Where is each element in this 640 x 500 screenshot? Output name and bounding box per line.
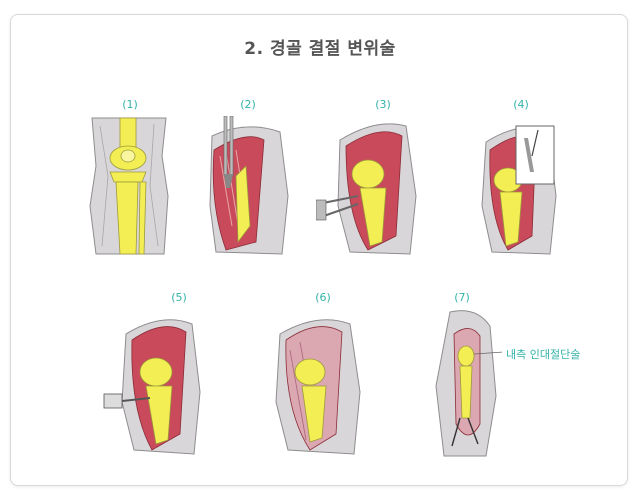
step-label-6: (6) [315, 291, 331, 304]
closure-illustration [275, 319, 361, 455]
knee-skeleton-illustration [89, 117, 169, 255]
step-label-1: (1) [122, 98, 138, 111]
step-label-7: (7) [454, 291, 470, 304]
drilling-illustration [316, 123, 417, 255]
step-label-2: (2) [240, 98, 256, 111]
step-label-3: (3) [375, 98, 391, 111]
step-label-4: (4) [513, 98, 529, 111]
callout-label-medial-ligament: 내측 인대절단술 [506, 348, 581, 361]
osteotomy-illustration [481, 125, 557, 255]
step-label-5: (5) [171, 291, 187, 304]
screw-fixation-illustration [103, 319, 201, 455]
page-title: 2. 경골 결절 변위술 [244, 39, 396, 59]
ligament-release-illustration [435, 310, 502, 457]
incision-retractor-illustration [209, 116, 289, 255]
